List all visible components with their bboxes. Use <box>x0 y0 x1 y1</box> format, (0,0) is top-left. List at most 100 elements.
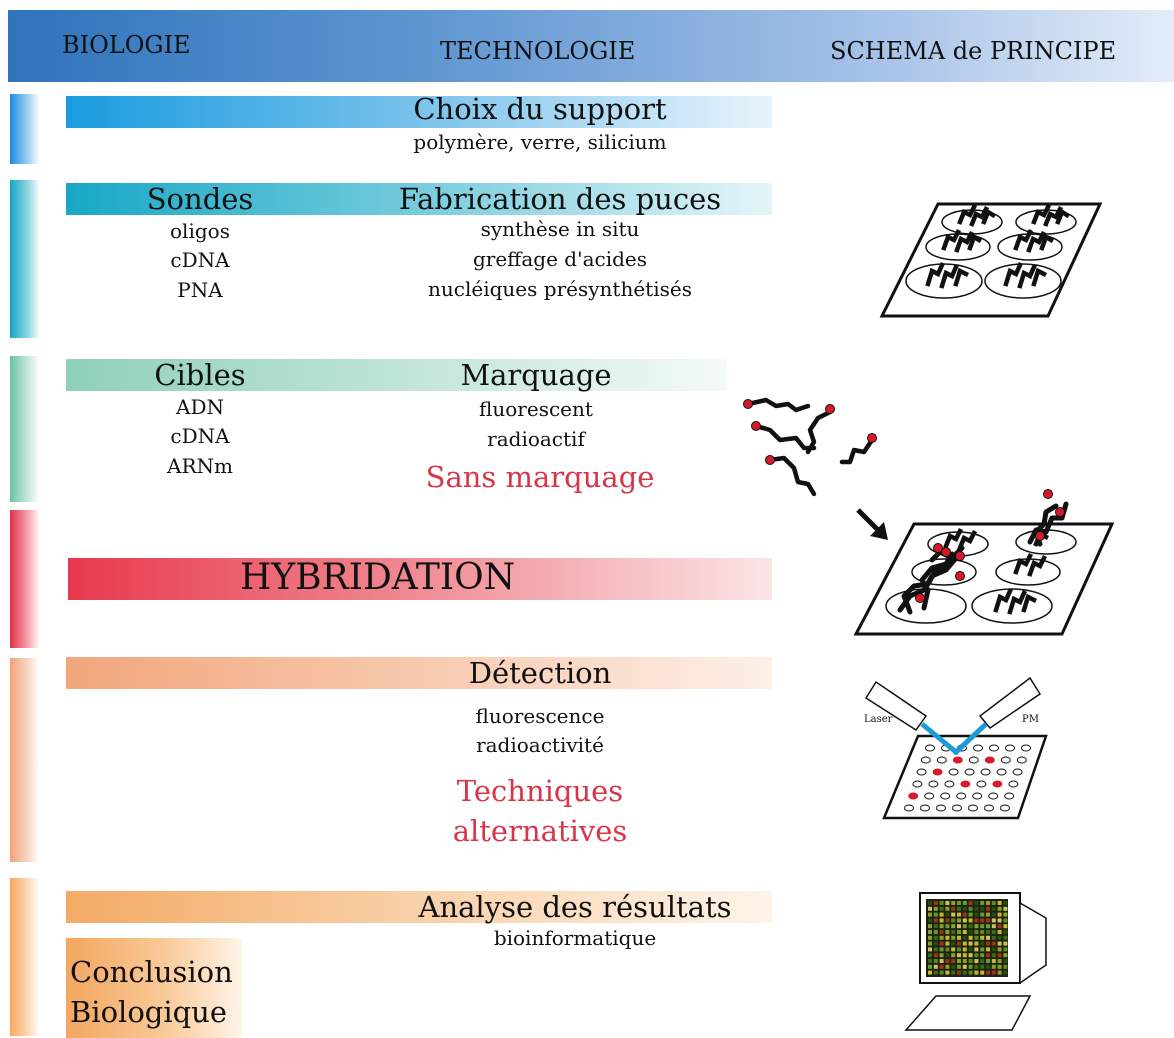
screen-pixel <box>968 964 973 969</box>
conclusion-line2: Biologique <box>70 995 228 1029</box>
screen-pixel <box>939 924 944 929</box>
screen-pixel <box>991 947 996 952</box>
screen-pixel <box>928 930 932 934</box>
screen-pixel <box>939 901 944 905</box>
screen-pixel <box>1003 912 1008 917</box>
screen-pixel <box>962 947 967 952</box>
screen-pixel <box>1003 930 1008 934</box>
stage-bar-fabrication <box>10 180 40 338</box>
screen-pixel <box>986 964 990 969</box>
detection-title: Détection <box>468 656 612 690</box>
screen-pixel <box>997 918 1002 923</box>
screen-pixel <box>945 906 950 911</box>
array-spot <box>1012 768 1023 776</box>
array-spot <box>996 768 1007 776</box>
screen-pixel <box>933 941 938 946</box>
screen-pixel <box>962 959 967 963</box>
screen-pixel <box>951 970 956 975</box>
screen-pixel <box>997 901 1002 905</box>
screen-pixel <box>986 941 990 946</box>
array-spot <box>992 780 1003 788</box>
band-detection <box>66 657 772 689</box>
array-spot <box>908 792 919 800</box>
array-spot <box>1016 756 1027 764</box>
screen-pixel <box>980 947 985 952</box>
array-spot <box>984 756 995 764</box>
header-biologie: BIOLOGIE <box>62 31 191 59</box>
analyse-desc: bioinformatique <box>493 926 657 950</box>
array-spot <box>968 804 978 812</box>
array-spot <box>920 804 930 812</box>
screen-pixel <box>945 953 950 958</box>
screen-pixel <box>962 901 967 905</box>
screen-pixel <box>933 970 938 975</box>
band-support <box>66 96 772 128</box>
screen-pixel <box>980 912 985 917</box>
hybridation-title: HYBRIDATION <box>240 557 516 598</box>
techniques-alternatives-line2: alternatives <box>452 814 628 848</box>
fabrication-item: synthèse in situ <box>480 217 640 241</box>
screen-pixel <box>968 947 973 952</box>
screen-pixel <box>1003 947 1008 952</box>
screen-pixel <box>986 970 990 975</box>
screen-pixel <box>939 970 944 975</box>
screen-pixel <box>951 953 956 958</box>
screen-pixel <box>968 930 973 934</box>
screen-pixel <box>986 918 990 923</box>
screen-pixel <box>1003 941 1008 946</box>
screen-pixel <box>974 924 979 929</box>
cibles-item: ADN <box>176 395 224 419</box>
conclusion-line1: Conclusion <box>70 955 233 989</box>
screen-pixel <box>928 947 932 952</box>
screen-pixel <box>986 924 990 929</box>
screen-pixel <box>974 964 979 969</box>
screen-pixel <box>974 906 979 911</box>
screen-pixel <box>1003 906 1008 911</box>
screen-pixel <box>933 924 938 929</box>
band-cibles <box>66 359 726 391</box>
sondes-item: oligos <box>170 219 230 243</box>
cibles-item: ARNm <box>167 454 233 478</box>
array-spot <box>920 756 931 764</box>
screen-pixel <box>962 941 967 946</box>
screen-pixel <box>991 959 996 963</box>
sondes-item: cDNA <box>170 248 230 272</box>
support-title: Choix du support <box>413 92 667 126</box>
screen-pixel <box>933 918 938 923</box>
array-spot <box>940 792 951 800</box>
screen-pixel <box>945 947 950 952</box>
screen-pixel <box>997 947 1002 952</box>
screen-pixel <box>974 901 979 905</box>
stage-bar-cibles <box>10 356 40 502</box>
screen-pixel <box>991 918 996 923</box>
array-spot <box>1000 756 1011 764</box>
screen-pixel <box>974 912 979 917</box>
screen-pixel <box>939 935 944 940</box>
screen-pixel <box>974 970 979 975</box>
screen-pixel <box>986 959 990 963</box>
screen-pixel <box>991 935 996 940</box>
techniques-alternatives-line1: Techniques <box>456 774 624 808</box>
array-spot <box>968 756 979 764</box>
screen-pixel <box>945 970 950 975</box>
stage-bar-support <box>10 94 40 164</box>
screen-pixel <box>939 953 944 958</box>
screen-pixel <box>957 959 961 963</box>
screen-pixel <box>991 912 996 917</box>
screen-pixel <box>986 930 990 934</box>
analyse-title: Analyse des résultats <box>418 890 732 924</box>
screen-pixel <box>997 912 1002 917</box>
screen-pixel <box>957 935 961 940</box>
screen-pixel <box>980 901 985 905</box>
array-spot <box>1021 744 1031 752</box>
screen-pixel <box>991 930 996 934</box>
screen-pixel <box>962 953 967 958</box>
screen-pixel <box>974 947 979 952</box>
pm-label: PM <box>1022 714 1039 725</box>
screen-pixel <box>945 930 950 934</box>
laser-label: Laser <box>864 714 893 725</box>
screen-pixel <box>1003 959 1008 963</box>
marquage-item: radioactif <box>487 427 585 451</box>
screen-pixel <box>933 912 938 917</box>
screen-pixel <box>1003 918 1008 923</box>
